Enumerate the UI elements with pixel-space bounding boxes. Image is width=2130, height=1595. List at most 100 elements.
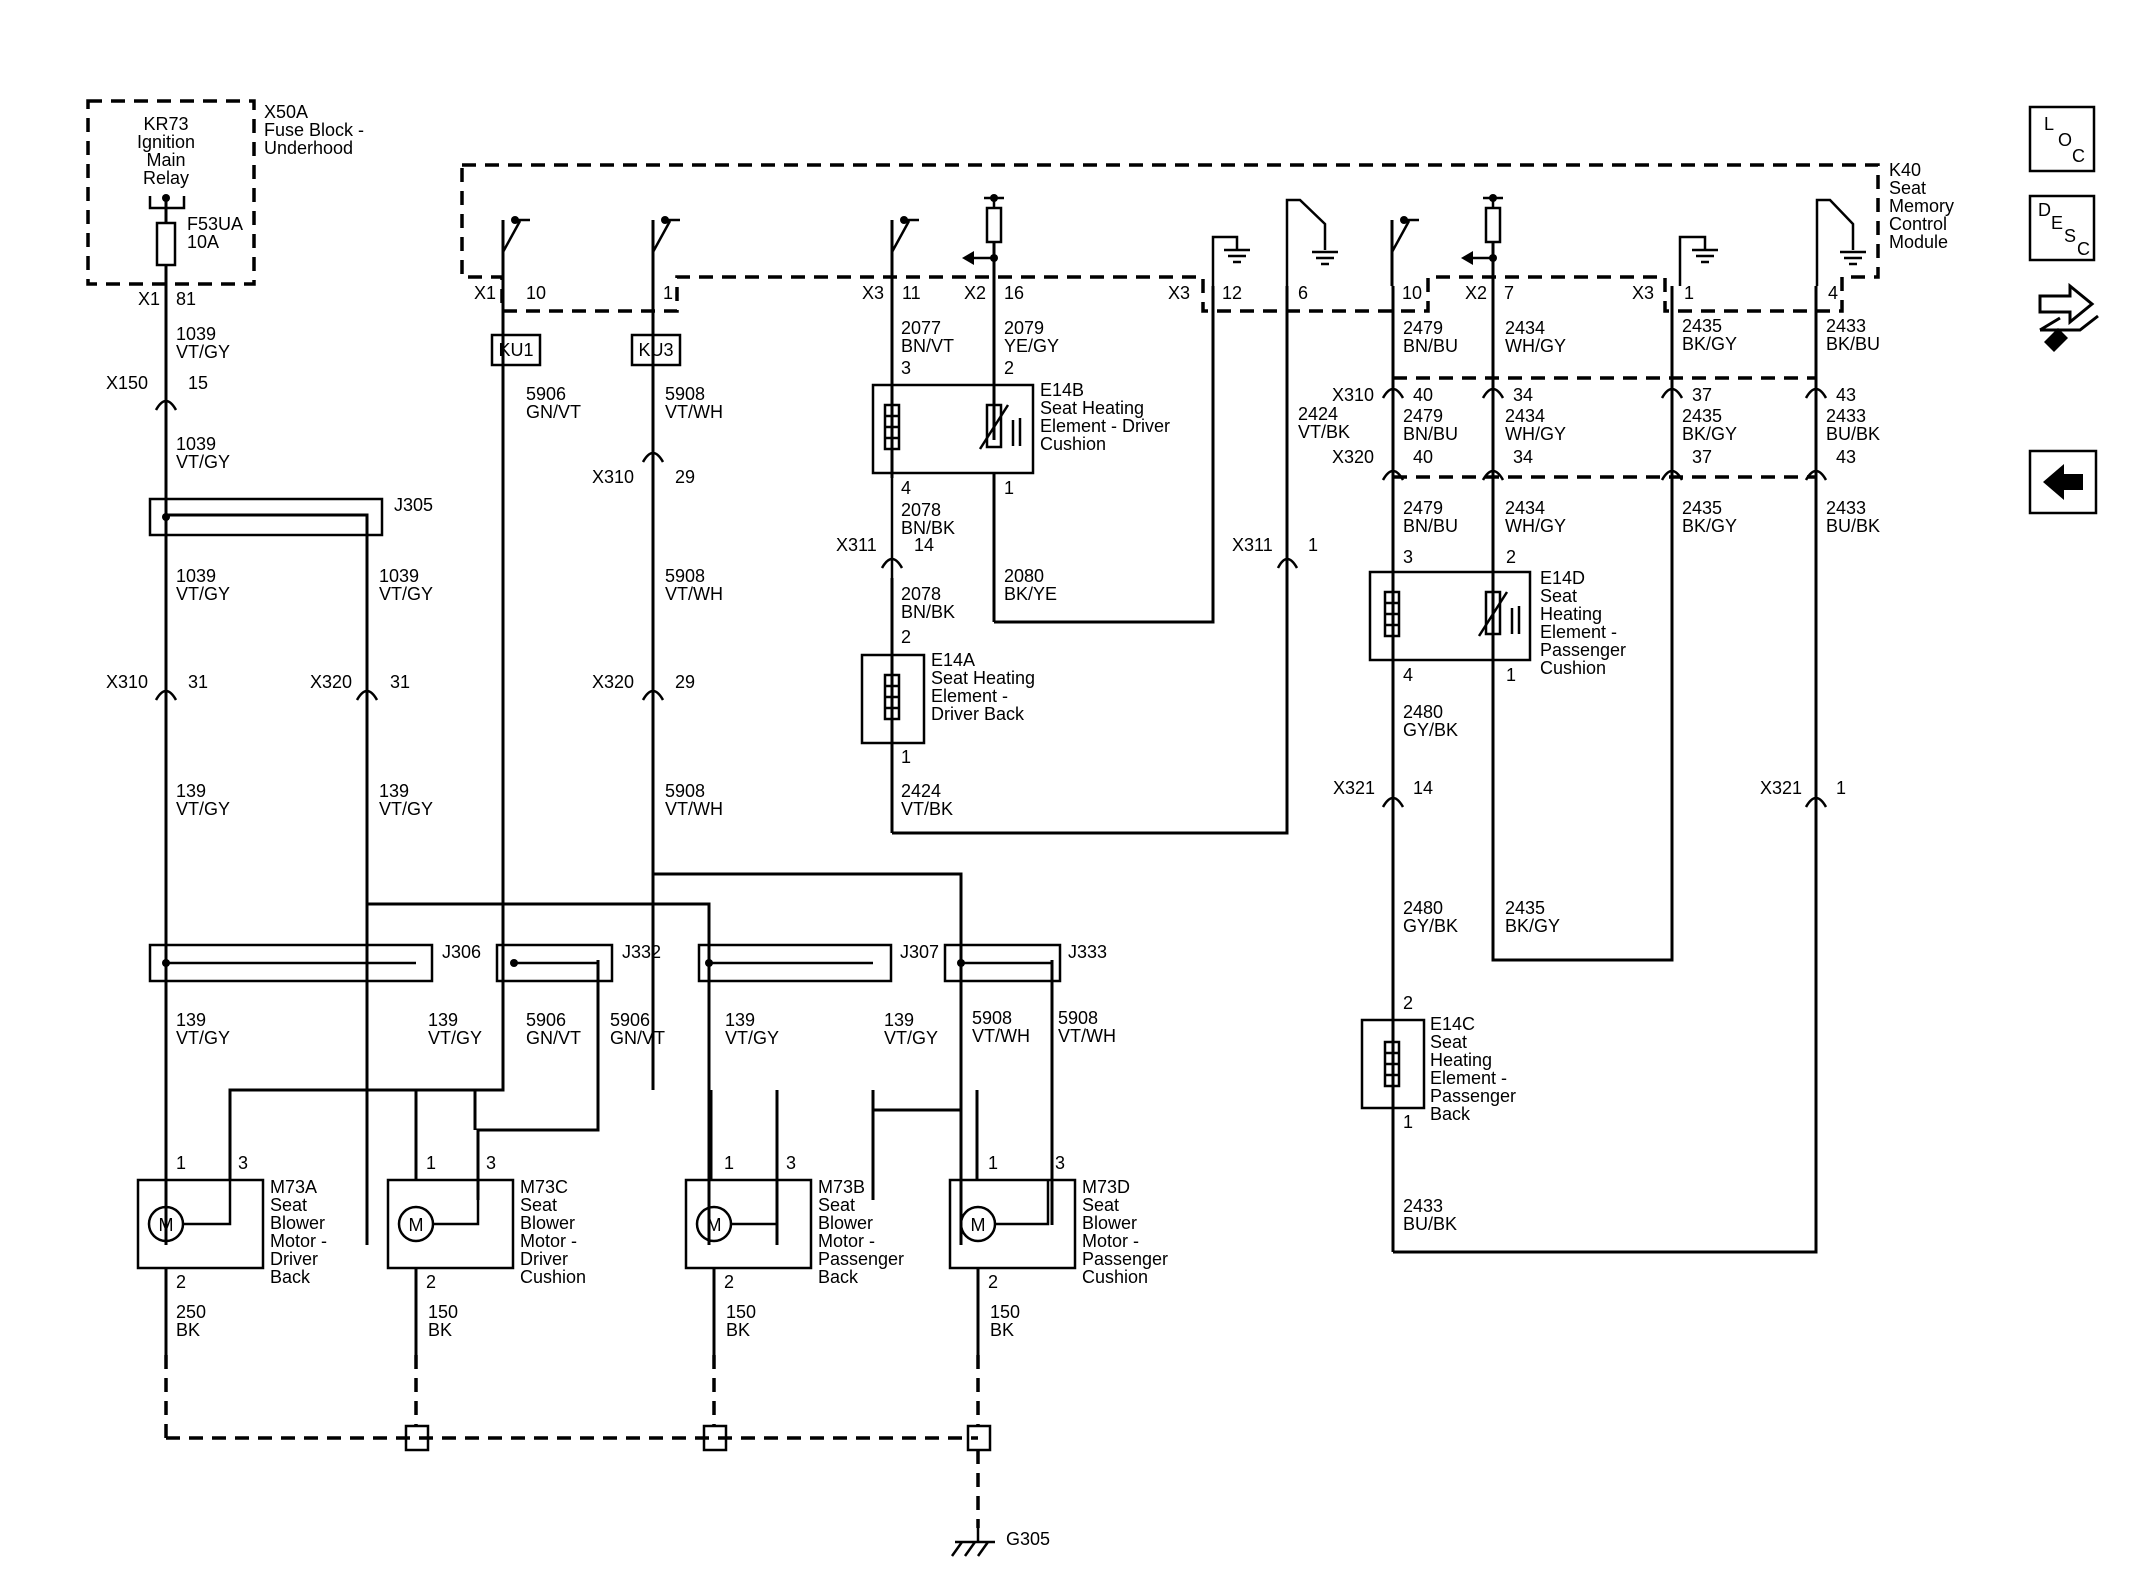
pin-label: 2 <box>1004 358 1014 378</box>
pin-label: 1 <box>988 1153 998 1173</box>
pin-label: 10 <box>526 283 546 303</box>
pin-label: 4 <box>1828 283 1838 303</box>
x1-connector-label: X1 <box>474 283 496 303</box>
pin-label: 37 <box>1692 447 1712 467</box>
inline-connector-marks <box>154 387 1828 808</box>
pin-label: 3 <box>486 1153 496 1173</box>
ku3-box <box>630 333 682 367</box>
pin-label: 1 <box>426 1153 436 1173</box>
x321-label: X321 <box>1333 778 1375 798</box>
m73a-blower-motor <box>136 1178 265 1270</box>
pin-label: 14 <box>1413 778 1433 798</box>
pin-label: 1 <box>1506 665 1516 685</box>
j332-label: J332 <box>622 942 661 962</box>
x150-label: X150 <box>106 373 148 393</box>
pin-label: 1 <box>1403 1112 1413 1132</box>
j332-splice-pack <box>495 943 614 983</box>
j307-label: J307 <box>900 942 939 962</box>
x321-label: X321 <box>1760 778 1802 798</box>
pin-label: 1 <box>663 283 673 303</box>
motor-symbol: M <box>707 1215 722 1235</box>
x2-connector-label: X2 <box>964 283 986 303</box>
pin-label: 2 <box>1403 993 1413 1013</box>
back-arrow-icon <box>2043 464 2083 500</box>
k40-low-side-driver-icon <box>1285 198 1340 286</box>
f53ua-fuse <box>155 221 177 267</box>
loc-letter: L <box>2044 114 2054 134</box>
chassis-ground-icon <box>950 1528 995 1557</box>
pin-label: 43 <box>1836 385 1856 405</box>
k40-internal-ground-icon <box>1678 235 1720 286</box>
ground-splice <box>702 1424 728 1452</box>
e14a-heater-element <box>860 653 926 745</box>
ground-return-paths <box>164 1268 980 1528</box>
pin-label: 1 <box>176 1153 186 1173</box>
x311-label: X311 <box>836 535 877 555</box>
x320-label: X320 <box>310 672 352 692</box>
x320-label: X320 <box>592 672 634 692</box>
pin-label: 3 <box>901 358 911 378</box>
back-button[interactable] <box>2028 449 2098 515</box>
j307-splice-pack <box>697 943 893 983</box>
pin-label: 29 <box>675 467 695 487</box>
pin-label: 3 <box>786 1153 796 1173</box>
thermistor-icon <box>978 403 1022 450</box>
pin-label: 31 <box>390 672 410 692</box>
pin-label: 6 <box>1298 283 1308 303</box>
loc-button[interactable]: L O C <box>2028 105 2096 173</box>
ku3-label: KU3 <box>638 340 673 360</box>
pin-label: 43 <box>1836 447 1856 467</box>
j306-label: J306 <box>442 942 481 962</box>
loc-letter: C <box>2072 146 2085 166</box>
pin-label: 16 <box>1004 283 1024 303</box>
pin-label: 7 <box>1504 283 1514 303</box>
pin-label: 2 <box>724 1272 734 1292</box>
pin-label: 40 <box>1413 447 1433 467</box>
j333-label: J333 <box>1068 942 1107 962</box>
pin-label: 34 <box>1513 385 1533 405</box>
connector-end-view-icon[interactable] <box>2038 282 2099 352</box>
x3-connector-label: X3 <box>1168 283 1190 303</box>
pin-label: 11 <box>902 283 921 303</box>
k40-low-side-driver-icon <box>1815 198 1868 286</box>
pin-label: 1 <box>1004 478 1014 498</box>
k40-internal-ground-icon <box>1211 235 1252 286</box>
x3-connector-label: X3 <box>1632 283 1654 303</box>
k40-sensor-input-icon <box>962 194 1004 286</box>
x310-label: X310 <box>106 672 148 692</box>
thermistor-icon <box>1477 590 1521 637</box>
pin-label: 1 <box>901 747 911 767</box>
desc-button[interactable]: D E S C <box>2028 194 2096 262</box>
pin-label: 12 <box>1222 283 1242 303</box>
k40-sensor-input-icon <box>1461 194 1503 286</box>
ku1-box <box>490 333 542 367</box>
pin-label: 37 <box>1692 385 1712 405</box>
pin-label: 3 <box>1055 1153 1065 1173</box>
